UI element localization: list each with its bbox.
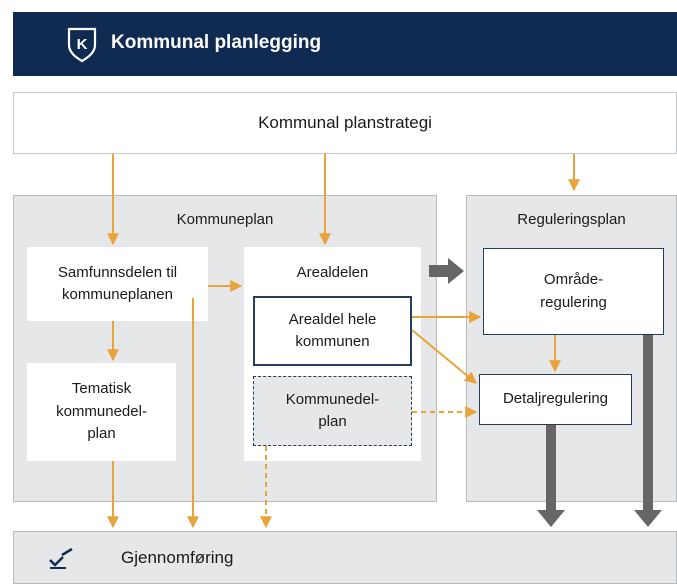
tematisk-label: Tematisk kommunedel-plan [56, 380, 147, 443]
page-title: Kommunal planlegging [111, 32, 322, 53]
detaljregulering-box: Detaljregulering [479, 374, 632, 425]
arealdel-hele-label: Arealdel hele kommunen [288, 310, 377, 351]
shield-logo-icon: K [67, 27, 97, 63]
planstrategi-box: Kommunal planstrategi [13, 92, 677, 154]
logo-letter: K [77, 36, 88, 53]
gjennomforing-label: Gjennomføring [121, 548, 234, 567]
arealdelen-label: Arealdelen [296, 264, 369, 281]
check-signature-icon [49, 547, 73, 569]
omrade-label: Område-regulering [540, 271, 607, 311]
tematisk-box: Tematisk kommunedel-plan [27, 363, 176, 461]
samfunnsdelen-box: Samfunnsdelen til kommuneplanen [27, 247, 208, 321]
kommunedelplan-label: Kommunedel-plan [285, 390, 380, 431]
arealdel-hele-box: Arealdel hele kommunen [253, 296, 412, 366]
header-bar: K Kommunal planlegging [13, 12, 677, 76]
kommuneplan-title: Kommuneplan [176, 211, 274, 228]
samfunnsdelen-label: Samfunnsdelen til kommuneplanen [57, 263, 178, 304]
reguleringsplan-panel: Reguleringsplan [466, 195, 677, 502]
planstrategi-label: Kommunal planstrategi [258, 112, 432, 132]
kommunedelplan-box: Kommunedel-plan [253, 376, 412, 446]
omrade-box: Område-regulering [483, 248, 664, 335]
gjennomforing-bar: Gjennomføring [13, 531, 677, 584]
reguleringsplan-title: Reguleringsplan [517, 211, 626, 228]
detaljregulering-label: Detaljregulering [502, 390, 609, 408]
